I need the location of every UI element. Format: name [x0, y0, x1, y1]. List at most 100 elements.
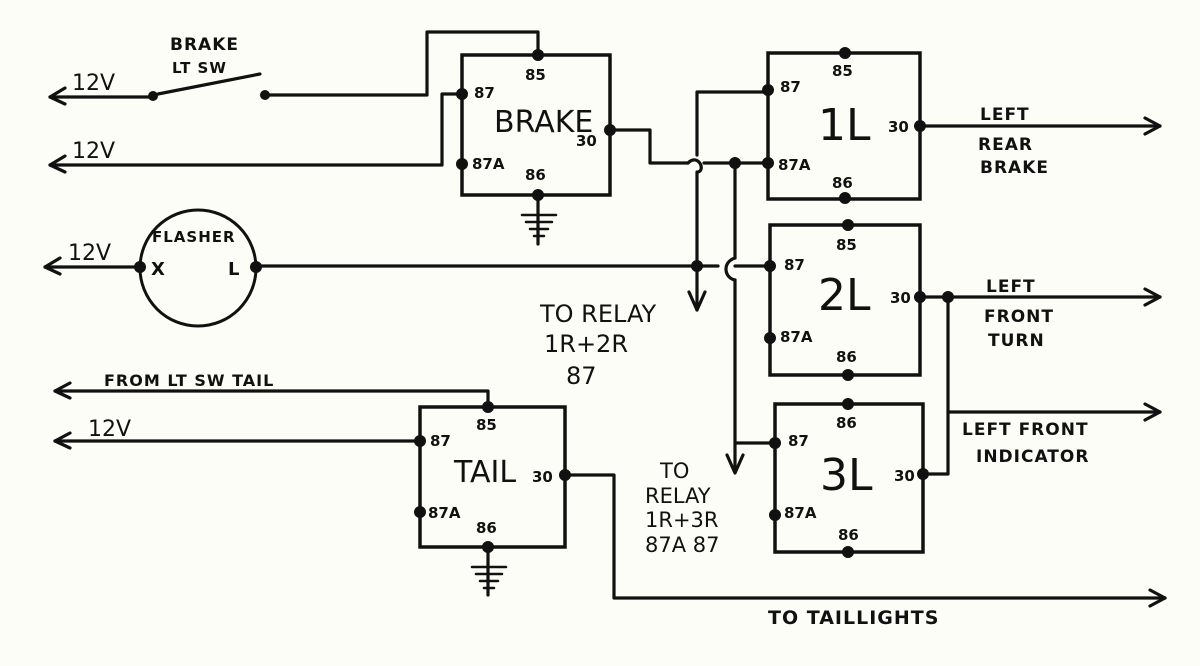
arrow-12v-flasher — [43, 256, 62, 276]
relay-brake-pin-85: 85 — [525, 66, 546, 84]
out-left-front-indicator-1: LEFT FRONT — [962, 420, 1089, 440]
arrow-from-lt-sw-tail — [53, 381, 72, 400]
label-12v-tail: 12V — [88, 417, 131, 442]
label-brake-switch-2: LT SW — [172, 59, 227, 77]
arrow-12v-1 — [48, 86, 67, 106]
relay-tail-pin-87a: 87A — [428, 504, 461, 522]
label-12v-flasher: 12V — [68, 241, 111, 266]
out-left-rear-brake-2: REAR — [978, 135, 1033, 155]
label-from-lt-sw-tail: FROM LT SW TAIL — [104, 371, 274, 390]
out-left-front-turn-2: FRONT — [984, 307, 1054, 327]
wire-1L-87-bus — [695, 90, 770, 157]
label-brake-switch-1: BRAKE — [170, 35, 239, 55]
out-left-rear-brake-1: LEFT — [980, 105, 1030, 125]
arrow-to-relay-1r2r — [687, 290, 707, 312]
wire-brake-30-to-87a-bus — [611, 128, 690, 165]
relay-2L-pin-85: 85 — [836, 236, 857, 254]
relay-1L-pin-87a-dot — [762, 157, 774, 169]
relay-1L-pin-87: 87 — [780, 78, 801, 96]
relay-tail-pin-86: 86 — [476, 519, 497, 537]
note-relay-1r2r-3: 87 — [566, 362, 597, 390]
relay-tail-pin-85: 85 — [476, 416, 497, 434]
note-relay-1r3r-3: 1R+3R — [645, 508, 719, 532]
flasher-pin-l-dot — [250, 261, 262, 273]
relay-3L-pin-87: 87 — [788, 432, 809, 450]
out-left-front-turn-1: LEFT — [986, 277, 1036, 297]
junction-flasher-bus — [691, 260, 703, 272]
relay-1L-pin-30-dot — [914, 120, 926, 132]
wire-from-lt-sw-tail — [53, 389, 490, 408]
relay-tail: 85 87 87A 86 30 TAIL — [414, 401, 571, 597]
note-relay-1r2r-2: 1R+2R — [544, 330, 628, 358]
relay-1L-pin-86: 86 — [832, 174, 853, 192]
flasher-pin-x: X — [151, 259, 166, 280]
relay-2L-pin-86-dot — [842, 369, 854, 381]
relay-2L-pin-87a: 87A — [780, 328, 813, 346]
wire-12v-brake-87 — [48, 92, 464, 167]
arrow-left-front-indicator — [1143, 402, 1162, 422]
arrow-to-taillights — [1148, 588, 1167, 608]
relay-tail-pin-85-dot — [482, 401, 494, 413]
arrow-to-relay-1r3r — [725, 453, 745, 475]
relay-3L-pin-87a-dot — [769, 509, 781, 521]
ground-icon-brake — [520, 193, 558, 246]
relay-1L-pin-85-dot — [839, 47, 851, 59]
arrow-12v-tail — [53, 431, 72, 450]
relay-2L-pin-87a-dot — [764, 332, 776, 344]
relay-2L-pin-30: 30 — [890, 289, 911, 307]
relay-tail-pin-30-dot — [559, 469, 571, 481]
note-relay-1r3r-1: TO — [659, 459, 689, 483]
flasher-pin-x-dot — [134, 261, 146, 273]
relay-1L-pin-87-dot — [762, 84, 774, 96]
arrow-left-front-turn — [1143, 287, 1162, 307]
relay-brake-pin-30-dot — [604, 124, 616, 136]
relay-2L-pin-30-dot — [914, 291, 926, 303]
relay-brake-pin-87-dot — [456, 88, 468, 100]
relay-tail-pin-87: 87 — [430, 432, 451, 450]
relay-tail-pin-87-dot — [414, 435, 426, 447]
brake-switch-blade — [156, 72, 262, 96]
relay-3L-pin-86-dot — [842, 546, 854, 558]
switch-terminal-b — [260, 90, 270, 100]
relay-3L-pin-30-dot — [917, 468, 929, 480]
relay-tail-name: TAIL — [453, 455, 516, 490]
flasher-label: FLASHER — [152, 228, 236, 246]
relay-2L-pin-85-dot — [842, 219, 854, 231]
wire-to-taillights — [566, 473, 1167, 600]
out-left-front-indicator-2: INDICATOR — [976, 447, 1089, 467]
wire-switch-to-brake-85 — [266, 30, 540, 97]
relay-3L-pin-87a: 87A — [784, 504, 817, 522]
out-taillights: TO TAILLIGHTS — [768, 607, 939, 629]
ground-icon-tail — [470, 545, 508, 597]
arrow-12v-2 — [48, 154, 67, 174]
relay-brake-pin-30: 30 — [576, 132, 597, 150]
relay-brake-pin-86: 86 — [525, 166, 546, 184]
v12-brake-87: 12V — [48, 92, 464, 174]
relay-1L-pin-30: 30 — [888, 118, 909, 136]
arrow-left-rear-brake — [1143, 116, 1162, 136]
note-relay-1r2r-1: TO RELAY — [539, 300, 656, 328]
relay-3L-pin-30: 30 — [894, 467, 915, 485]
crossover-hop-1 — [686, 158, 703, 174]
note-relay-1r3r-2: RELAY — [645, 484, 711, 508]
relay-2L: 85 87 87A 86 30 2L — [764, 219, 926, 381]
relay-2L-pin-87: 87 — [784, 256, 805, 274]
relay-1L-pin-87a: 87A — [778, 156, 811, 174]
note-relay-1r3r-4: 87A 87 — [645, 533, 719, 557]
relay-1L-pin-85: 85 — [832, 62, 853, 80]
relay-brake-name: BRAKE — [494, 105, 593, 140]
relay-3L-pin-87-dot — [769, 437, 781, 449]
relay-brake-pin-87a: 87A — [472, 155, 505, 173]
relay-tail-pin-30: 30 — [532, 468, 553, 486]
relay-brake-pin-87a-dot — [456, 158, 468, 170]
relay-tail-pin-87a-dot — [414, 506, 426, 518]
flasher: 12V FLASHER X L — [43, 208, 770, 328]
relay-3L-name: 3L — [820, 450, 873, 501]
out-left-front-turn-3: TURN — [988, 331, 1045, 351]
wire-turn-to-indicator-bus — [921, 295, 950, 476]
relay-brake-pin-85-dot — [532, 49, 544, 61]
crossover-hop-2 — [724, 256, 737, 282]
relay-2L-pin-86: 86 — [836, 348, 857, 366]
flasher-pin-l: L — [228, 259, 240, 280]
